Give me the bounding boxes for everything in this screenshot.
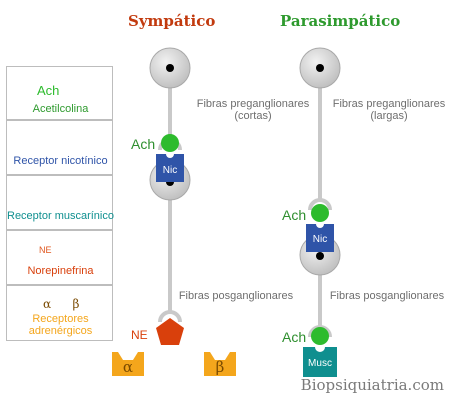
legend-nicotinic-symbol: Nic <box>52 136 66 146</box>
parasympathetic-receptor-1-label: Nic <box>312 234 328 245</box>
parasympathetic-pre-terminal <box>308 198 332 211</box>
sympathetic-pre-label-line1: Fibras preganglionares <box>196 98 310 110</box>
parasympathetic-ach-molecule-2 <box>311 327 329 345</box>
legend-muscarinic-symbol: Musc <box>48 190 70 200</box>
legend-alpha-symbol: α <box>42 297 52 311</box>
legend-nicotinic-cell: Nic Receptor nicotínico <box>6 120 113 175</box>
legend-muscarinic-label: Receptor muscarínico <box>7 210 114 222</box>
watermark: Biopsiquiatria.com <box>300 376 444 394</box>
parasympathetic-ach-label-1: Ach <box>282 207 307 223</box>
sympathetic-preganglionic-nucleus <box>166 64 174 72</box>
sympathetic-receptor-label: Nic <box>162 165 178 176</box>
sympathetic-post-label: Fibras posganglionares <box>178 290 294 302</box>
alpha-receptor <box>112 352 144 376</box>
parasympathetic-ach-molecule-1 <box>311 204 329 222</box>
legend-adrenergic-label-line2: adrenérgicos <box>28 325 93 337</box>
sympathetic-heading: Sympático <box>128 12 216 30</box>
parasympathetic-muscarinic-receptor <box>303 347 337 377</box>
parasympathetic-post-label: Fibras posganglionares <box>329 290 445 302</box>
legend-beta-symbol: β <box>72 297 80 311</box>
sympathetic-nicotinic-receptor <box>156 154 184 182</box>
legend-ach-cell: Ach Acetilcolina <box>6 66 113 120</box>
parasympathetic-pre-label-line2: (largas) <box>370 110 408 122</box>
sympathetic-alpha-label: α <box>122 358 134 376</box>
parasympathetic-receptor-2-label: Musc <box>308 358 332 369</box>
parasympathetic-nicotinic-receptor <box>306 224 334 252</box>
parasympathetic-ach-label-2: Ach <box>282 329 307 345</box>
sympathetic-post-terminal <box>158 310 182 323</box>
legend-nicotinic-label: Receptor nicotínico <box>13 155 108 167</box>
legend-norepinephrine-label: Norepinefrina <box>27 265 94 277</box>
sympathetic-ach-label: Ach <box>131 136 156 152</box>
sympathetic-ne-label: NE <box>131 328 148 342</box>
legend-muscarinic-cell: Musc Receptor muscarínico <box>6 175 114 230</box>
legend-norepinephrine-cell: NE Norepinefrina <box>6 230 113 285</box>
beta-receptor <box>204 352 236 376</box>
sympathetic-beta-label: β <box>215 358 225 376</box>
legend-ach-symbol: Ach <box>37 83 60 98</box>
legend-norepinephrine-symbol: NE <box>39 245 52 255</box>
parasympathetic-heading: Parasimpático <box>280 12 401 30</box>
legend-adrenergic-cell: α β Receptores adrenérgicos <box>6 285 113 341</box>
legend-adrenergic-label-line1: Receptores <box>32 313 89 325</box>
parasympathetic-preganglionic-nucleus <box>316 64 324 72</box>
parasympathetic-pre-label-line1: Fibras preganglionares <box>332 98 446 110</box>
parasympathetic-ganglion-nucleus <box>316 252 324 260</box>
norepinephrine-molecule <box>156 318 184 345</box>
sympathetic-ach-molecule <box>161 134 179 152</box>
legend-ach-label: Acetilcolina <box>32 103 89 115</box>
sympathetic-pre-label-line2: (cortas) <box>234 110 272 122</box>
